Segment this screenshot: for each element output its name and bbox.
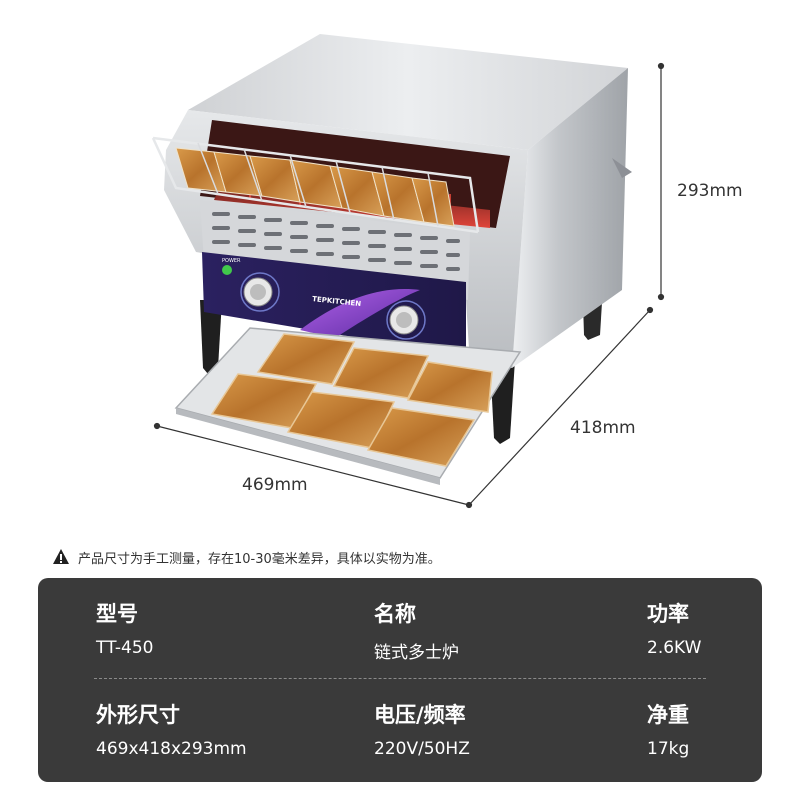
depth-dimension-label: 418mm: [570, 418, 636, 438]
toast-slices: [210, 333, 493, 467]
height-dimension-line: [657, 62, 665, 301]
power-indicator-light: [222, 265, 232, 275]
spec-table: 型号 TT-450 名称 链式多士炉 功率 2.6KW 外形尺寸 469x418…: [38, 578, 762, 782]
width-dimension-line: [153, 422, 470, 506]
spec-label: 功率: [647, 602, 689, 626]
spec-label: 净重: [647, 703, 689, 727]
spec-label: 外形尺寸: [96, 703, 180, 727]
output-tray: [174, 327, 522, 485]
bread-feeding-rack: [151, 136, 480, 234]
spec-row: 型号 TT-450 名称 链式多士炉 功率 2.6KW: [38, 578, 762, 678]
spec-value: 2.6KW: [647, 638, 702, 658]
spec-row: 外形尺寸 469x418x293mm 电压/频率 220V/50HZ 净重 17…: [38, 679, 762, 779]
measurement-notice-text: 产品尺寸为手工测量，存在10-30毫米差异，具体以实物为准。: [78, 551, 441, 567]
panel-swoosh-decoration: [300, 289, 420, 338]
width-dimension-label: 469mm: [242, 475, 308, 495]
spec-value: 220V/50HZ: [374, 739, 470, 759]
measurement-notice: 产品尺寸为手工测量，存在10-30毫米差异，具体以实物为准。: [52, 547, 441, 567]
spec-value: 链式多士炉: [374, 643, 459, 663]
spec-value: TT-450: [96, 638, 154, 658]
spec-value: 469x418x293mm: [96, 739, 247, 759]
power-indicator-label: POWER: [222, 258, 241, 264]
spec-divider: [94, 678, 706, 679]
spec-label: 型号: [96, 602, 138, 626]
spec-label: 电压/频率: [374, 703, 466, 727]
height-dimension-label: 293mm: [677, 181, 743, 201]
speed-control-knob[interactable]: [240, 272, 280, 312]
warning-icon: [53, 549, 69, 564]
toaster-product-image: 293mm 418mm 469mm: [151, 34, 743, 509]
temperature-control-knob[interactable]: [386, 300, 426, 340]
spec-label: 名称: [374, 602, 416, 626]
spec-value: 17kg: [647, 739, 690, 759]
